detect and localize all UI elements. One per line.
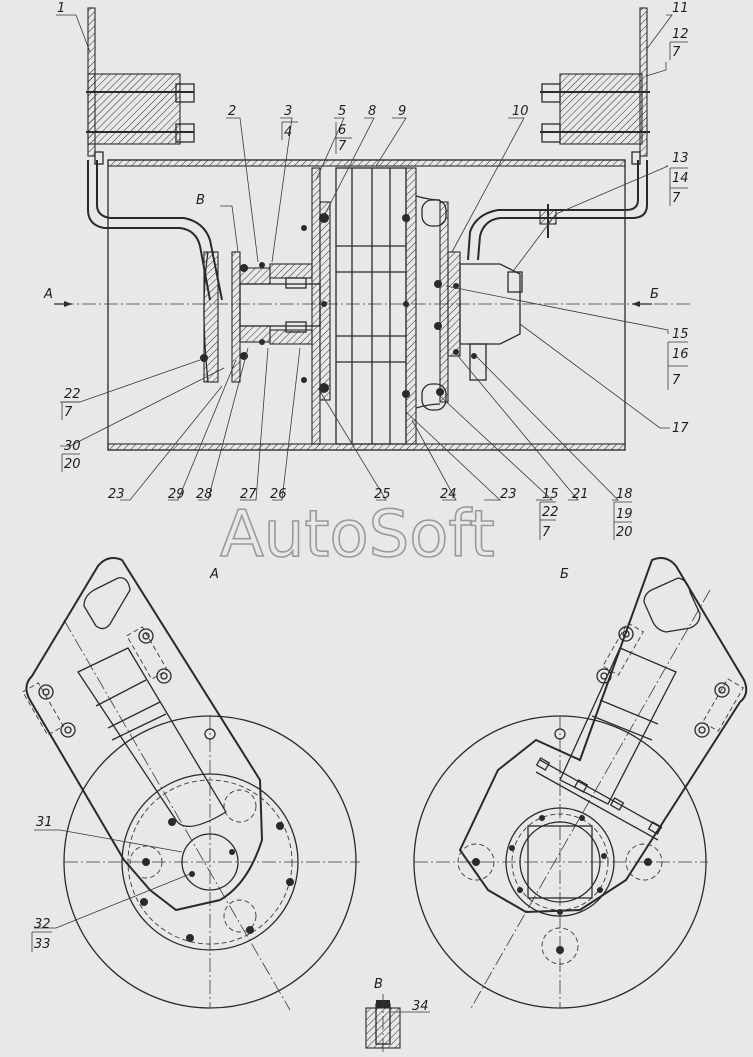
section-arrow-a-label: А bbox=[43, 287, 53, 302]
callout-18: 18 bbox=[616, 487, 633, 502]
right-bracket bbox=[467, 7, 650, 261]
drum-bottom-wall bbox=[107, 443, 626, 451]
view-b-label: Б bbox=[560, 567, 569, 582]
leader-lines-top bbox=[56, 14, 673, 429]
callout-4: 4 bbox=[284, 125, 292, 140]
left-flange bbox=[203, 251, 219, 383]
view-b-hub-ring bbox=[505, 807, 615, 917]
callout-2: 2 bbox=[228, 104, 236, 119]
callout-11: 11 bbox=[672, 1, 689, 16]
drum-housing-outline bbox=[107, 159, 626, 451]
right-support-tube bbox=[477, 160, 648, 261]
callout-8: 8 bbox=[368, 104, 376, 119]
callout-28: 28 bbox=[196, 487, 213, 502]
callout-7a: 7 bbox=[338, 139, 347, 154]
callout-19: 19 bbox=[616, 507, 633, 522]
callout-29: 29 bbox=[168, 487, 185, 502]
view-b-bracket-arm bbox=[458, 557, 748, 914]
callout-21: 21 bbox=[572, 487, 589, 502]
callout-32: 32 bbox=[34, 917, 51, 932]
callout-25: 25 bbox=[374, 487, 391, 502]
detail-v-callout: В bbox=[196, 193, 205, 208]
drum-top-wall bbox=[107, 159, 626, 167]
left-bracket-block bbox=[87, 73, 181, 145]
callout-22a: 22 bbox=[542, 505, 559, 520]
watermark-text: AutoSoft bbox=[220, 498, 495, 572]
left-support-tube bbox=[87, 160, 211, 301]
callout-12: 12 bbox=[672, 27, 689, 42]
callout-10: 10 bbox=[512, 104, 529, 119]
callout-13: 13 bbox=[672, 151, 689, 166]
callout-14: 14 bbox=[672, 171, 689, 186]
central-drum-core bbox=[301, 167, 449, 445]
callout-33: 33 bbox=[34, 937, 51, 952]
callout-7c: 7 bbox=[672, 191, 681, 206]
callout-31: 31 bbox=[36, 815, 53, 830]
left-drum-disk bbox=[311, 167, 321, 445]
callout-22b: 22 bbox=[64, 387, 81, 402]
left-hub-assembly bbox=[200, 251, 321, 383]
callout-27: 27 bbox=[240, 487, 257, 502]
callout-20a: 20 bbox=[616, 525, 633, 540]
drum-core-sections bbox=[335, 167, 407, 445]
callout-5: 5 bbox=[338, 104, 346, 119]
right-bearing-cap bbox=[459, 263, 521, 345]
left-shaft bbox=[239, 283, 321, 327]
callout-34: 34 bbox=[412, 999, 429, 1014]
left-bracket bbox=[86, 7, 223, 301]
callout-15a: 15 bbox=[672, 327, 689, 342]
callout-6: 6 bbox=[338, 123, 346, 138]
callout-15b: 15 bbox=[542, 487, 559, 502]
callout-24: 24 bbox=[440, 487, 457, 502]
leader-lines-bottom bbox=[60, 347, 619, 501]
callout-9: 9 bbox=[398, 104, 406, 119]
callout-17: 17 bbox=[672, 421, 689, 436]
view-a-hub bbox=[181, 833, 239, 891]
main-section-view: 1 2 3 4 5 6 7 8 9 10 11 12 7 13 14 7 15 … bbox=[43, 1, 690, 540]
callout-7e: 7 bbox=[542, 525, 551, 540]
callout-26: 26 bbox=[270, 487, 287, 502]
right-flange bbox=[447, 251, 461, 357]
view-b-drawing bbox=[413, 557, 748, 1011]
callout-7f: 7 bbox=[64, 405, 73, 420]
callout-16: 16 bbox=[672, 347, 689, 362]
view-v-label: В bbox=[374, 977, 383, 992]
callout-7b: 7 bbox=[672, 45, 681, 60]
callout-3: 3 bbox=[284, 104, 292, 119]
callout-1: 1 bbox=[57, 1, 65, 16]
view-a-drawing: 31 32 33 bbox=[22, 557, 360, 1011]
view-a-label: А bbox=[209, 567, 219, 582]
detail-v-drawing: 34 bbox=[365, 994, 430, 1052]
section-arrow-b-label: Б bbox=[650, 287, 659, 302]
callout-7d: 7 bbox=[672, 373, 681, 388]
callout-23a: 23 bbox=[500, 487, 517, 502]
callout-23b: 23 bbox=[108, 487, 125, 502]
callout-20b: 20 bbox=[64, 457, 81, 472]
callout-30: 30 bbox=[64, 439, 81, 454]
view-a-bracket-arm bbox=[25, 557, 264, 912]
right-bracket-block bbox=[559, 73, 643, 145]
right-hub-assembly bbox=[434, 251, 523, 396]
